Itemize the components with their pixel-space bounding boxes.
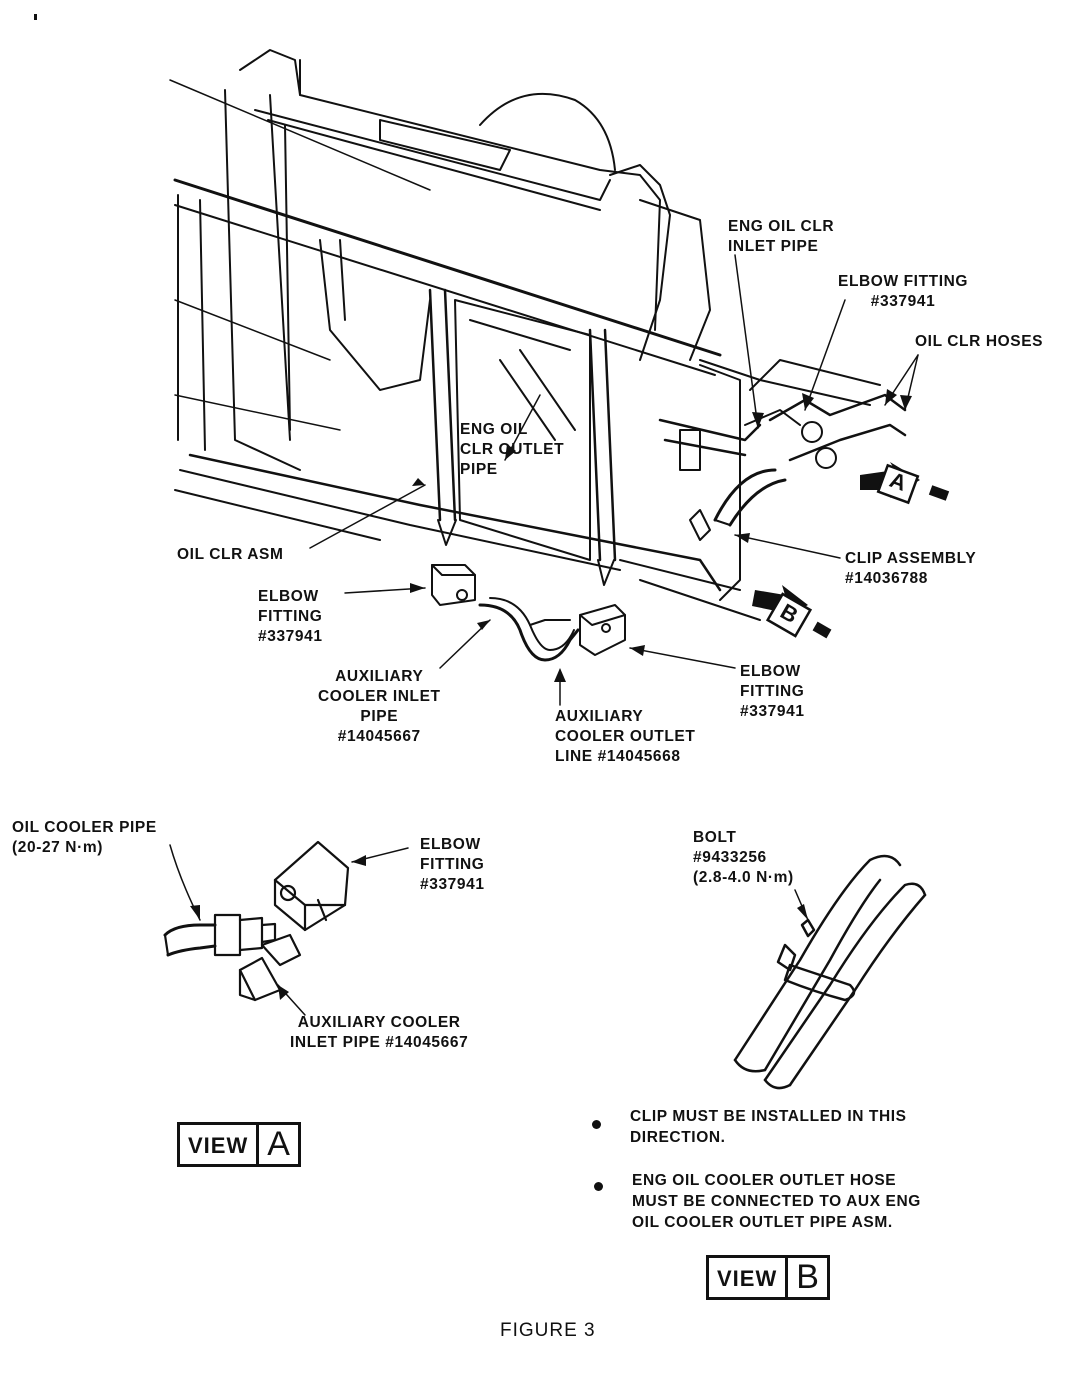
- aux-cooler-outlet-line-label: AUXILIARY COOLER OUTLET LINE #14045668: [555, 708, 696, 765]
- view-a-title: VIEW A: [177, 1122, 301, 1167]
- elbow-fitting-left-label: ELBOW FITTING #337941: [258, 588, 323, 645]
- bolt-label: BOLT #9433256 (2.8-4.0 N·m): [693, 829, 794, 886]
- elbow-fitting-top-label: ELBOW FITTING #337941: [838, 273, 969, 310]
- aux-cooler-inlet-pipe-label: AUXILIARY COOLER INLET PIPE #14045667: [318, 668, 441, 745]
- view-b-title: VIEW B: [706, 1255, 830, 1300]
- oil-clr-asm-label: OIL CLR ASM: [177, 546, 284, 563]
- figure-caption: FIGURE 3: [500, 1320, 596, 1341]
- aux-cooler-inlet-pipe-view-a-label: AUXILIARY COOLER INLET PIPE #14045667: [290, 1014, 469, 1051]
- note-bullet: [592, 1120, 601, 1129]
- note-outlet-hose: ENG OIL COOLER OUTLET HOSE MUST BE CONNE…: [632, 1172, 921, 1231]
- elbow-fitting-right-label: ELBOW FITTING #337941: [740, 663, 805, 720]
- scan-mark: [34, 14, 37, 20]
- oil-clr-hoses-label: OIL CLR HOSES: [915, 333, 1044, 350]
- elbow-fitting-view-a-label: ELBOW FITTING #337941: [420, 836, 485, 893]
- eng-oil-clr-inlet-pipe-label: ENG OIL CLR INLET PIPE: [728, 218, 835, 255]
- note-bullet: [594, 1182, 603, 1191]
- view-b-letter: B: [788, 1255, 830, 1300]
- note-clip-direction: CLIP MUST BE INSTALLED IN THIS DIRECTION…: [630, 1108, 907, 1146]
- eng-oil-clr-outlet-pipe-label: ENG OIL CLR OUTLET PIPE: [460, 421, 565, 478]
- view-a-word: VIEW: [177, 1122, 260, 1167]
- clip-assembly-label: CLIP ASSEMBLY #14036788: [845, 550, 977, 587]
- view-a-letter: A: [259, 1122, 301, 1167]
- oil-cooler-pipe-label: OIL COOLER PIPE (20-27 N·m): [12, 819, 157, 856]
- view-b-word: VIEW: [706, 1255, 789, 1300]
